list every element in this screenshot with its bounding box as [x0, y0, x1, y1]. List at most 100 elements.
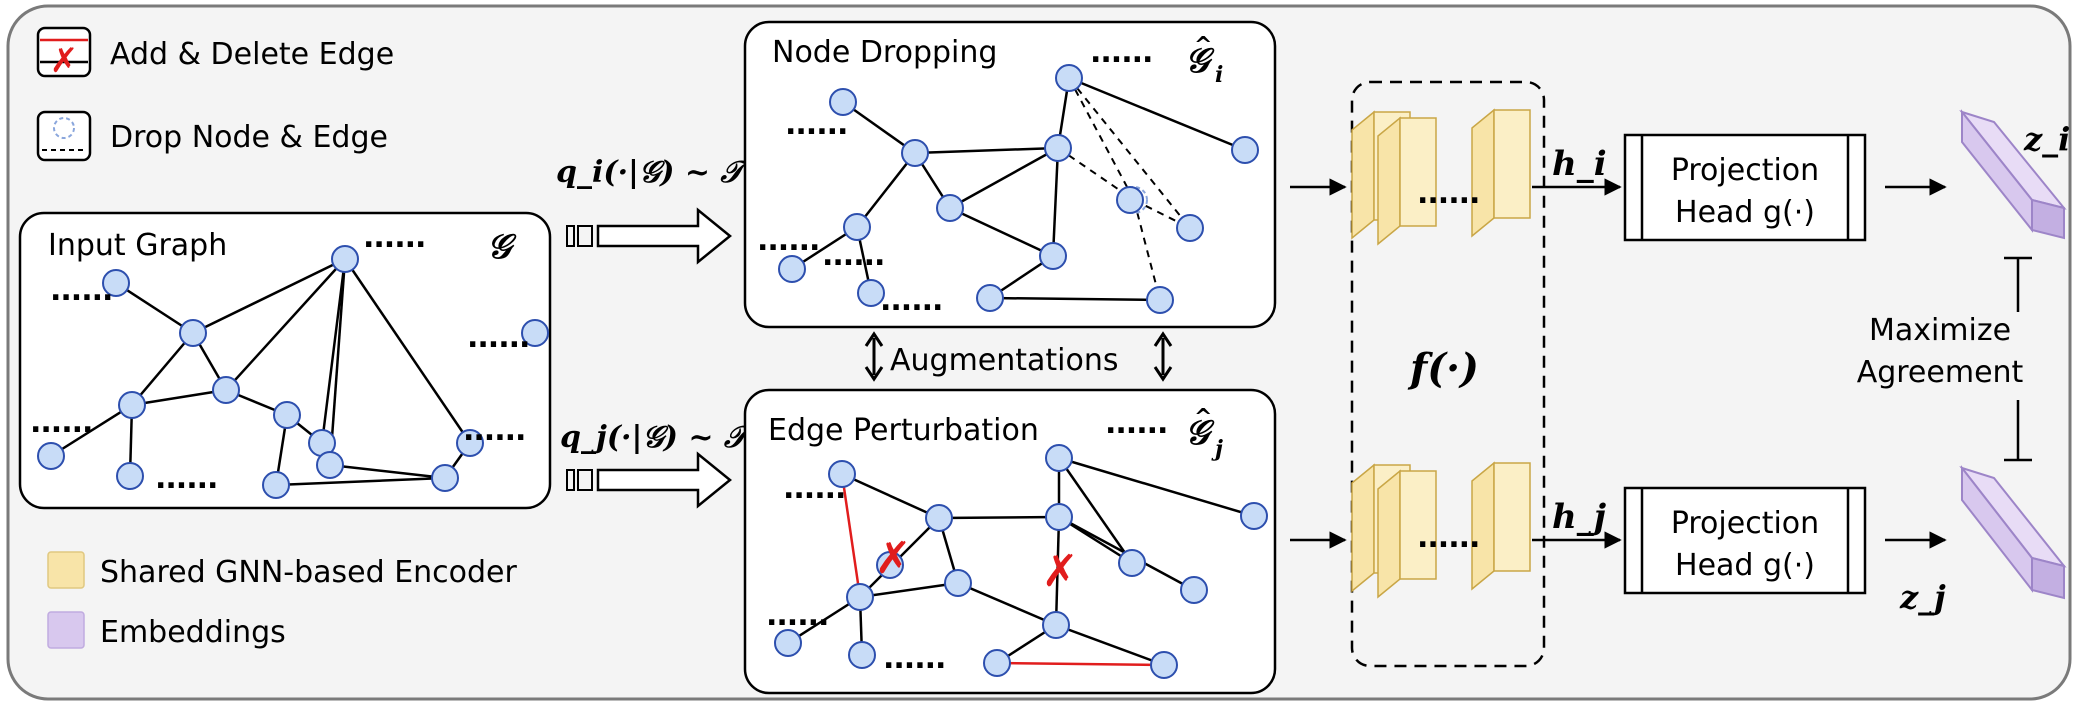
graph-edge [115, 281, 194, 335]
graph-edge [1058, 456, 1255, 518]
graph-ellipsis: ...... [883, 641, 945, 676]
graph-node [456, 429, 484, 457]
graph-ellipsis: ...... [757, 223, 819, 258]
encoder-layer-face [1493, 462, 1531, 572]
graph-edge [1054, 516, 1061, 626]
projection-head-top-line2: Head g(·) [1675, 195, 1815, 230]
legend: ✗ Add & Delete Edge Drop Node & Edge Sha… [36, 26, 518, 650]
graph-node [925, 504, 953, 532]
encoder-layer-face [1399, 117, 1437, 227]
graph-ellipsis: ...... [822, 238, 884, 273]
legend-drop-node-label: Drop Node & Edge [110, 120, 388, 155]
graph-node [331, 245, 359, 273]
graph-edge [957, 581, 1057, 627]
graph-node [316, 451, 344, 479]
encoder-layer-face [1399, 470, 1437, 580]
augmentations-label: Augmentations [890, 343, 1119, 378]
edge-perturbation-graph: ........................✗✗ [766, 406, 1268, 679]
node-dropping-title: Node Dropping [772, 35, 997, 70]
graph-nodes [37, 245, 549, 499]
edge-perturbation-panel: Edge Perturbation 𝒢 ^ j ................… [743, 388, 1277, 695]
graph-node [102, 269, 130, 297]
graph-node [1150, 651, 1178, 679]
node-dropping-graph: .............................. [757, 35, 1259, 318]
graph-edge [1133, 199, 1161, 301]
legend-encoder-swatch [47, 551, 85, 589]
node-dropping-symbol-sub: i [1215, 62, 1223, 88]
graph-node [1039, 242, 1067, 270]
input-graph-title: Input Graph [48, 228, 227, 263]
graph-node [1146, 286, 1174, 314]
projection-head-bottom-line2: Head g(·) [1675, 548, 1815, 583]
bottom-sample-label: q_j(·|𝒢) ~ 𝒯 [560, 420, 757, 455]
augmentations: Augmentations [864, 331, 1173, 382]
graph-node [37, 442, 65, 470]
graph-edge [949, 146, 1059, 210]
h-i-label: h_i [1552, 144, 1607, 184]
graph-edge [1055, 623, 1165, 667]
graph-node [901, 139, 929, 167]
maximize-agreement-line2: Agreement [1857, 355, 2024, 390]
graph-node [431, 464, 459, 492]
graph-nodes [778, 64, 1259, 314]
graph-edge [856, 152, 916, 228]
graph-node [936, 194, 964, 222]
graph-edge [1057, 147, 1135, 201]
graph-node [273, 401, 301, 429]
graph-edge [859, 581, 959, 599]
projection-head-top: Projection Head g(·) [1623, 133, 1867, 242]
encoder-layer [1377, 116, 1401, 246]
sampling-arrows: q_i(·|𝒢) ~ 𝒯 q_j(·|𝒢) ~ 𝒯 [556, 155, 757, 509]
graph-node [778, 255, 806, 283]
graph-ellipsis: ...... [467, 320, 529, 355]
graph-node [262, 471, 290, 499]
z-i-label: z_i [2023, 120, 2070, 158]
graph-node [976, 284, 1004, 312]
svg-text:^: ^ [1194, 405, 1212, 430]
svg-text:✗: ✗ [50, 41, 79, 81]
added-edge [996, 661, 1165, 667]
graph-ellipsis: ...... [155, 461, 217, 496]
graph-edge [1068, 77, 1191, 229]
graph-node [1055, 64, 1083, 92]
graph-edge [989, 296, 1161, 302]
graph-edge [275, 476, 446, 487]
graph-ellipsis: ...... [30, 405, 92, 440]
z-j-label: z_j [1899, 578, 1946, 616]
graph-ellipsis: ...... [1105, 406, 1167, 441]
graph-edge [787, 595, 861, 645]
graph-edge [343, 258, 472, 444]
graph-node [521, 319, 549, 347]
graph-edge [225, 258, 346, 391]
graph-edge [841, 472, 940, 520]
graph-node [1118, 549, 1146, 577]
graph-node [116, 462, 144, 490]
graph-ellipsis: ...... [50, 273, 112, 308]
embedding-z-j [1959, 465, 2067, 600]
encoder-layers-bottom [1351, 461, 1531, 599]
edge-perturbation-title: Edge Perturbation [768, 413, 1039, 448]
deleted-edge-mark: ✗ [1042, 546, 1079, 597]
graph-edge [1051, 147, 1060, 257]
node-dropping-panel: Node Dropping 𝒢 ^ i ....................… [743, 20, 1277, 329]
graph-node [1116, 186, 1144, 214]
deleted-edge-mark: ✗ [875, 533, 912, 584]
graph-edge [329, 463, 446, 480]
h-j-label: h_j [1552, 497, 1607, 537]
graph-node [1176, 214, 1204, 242]
input-graph-panel: Input Graph 𝒢 ..........................… [18, 211, 552, 510]
encoder: f(·) ...... ...... [1350, 80, 1546, 668]
graph-edge [1068, 76, 1246, 152]
graph-node [1180, 576, 1208, 604]
encoder-layer [1351, 110, 1375, 240]
encoder-top-ellipsis: ...... [1417, 176, 1479, 211]
graph-edge [131, 332, 194, 406]
legend-drop-node-icon [36, 110, 92, 162]
legend-embeddings-label: Embeddings [100, 615, 286, 650]
graph-edge [50, 403, 133, 458]
maximize-agreement: Maximize Agreement [1857, 256, 2032, 462]
graph-node [1044, 134, 1072, 162]
projection-head-top-line1: Projection [1671, 153, 1819, 188]
graph-edge [914, 146, 1059, 155]
